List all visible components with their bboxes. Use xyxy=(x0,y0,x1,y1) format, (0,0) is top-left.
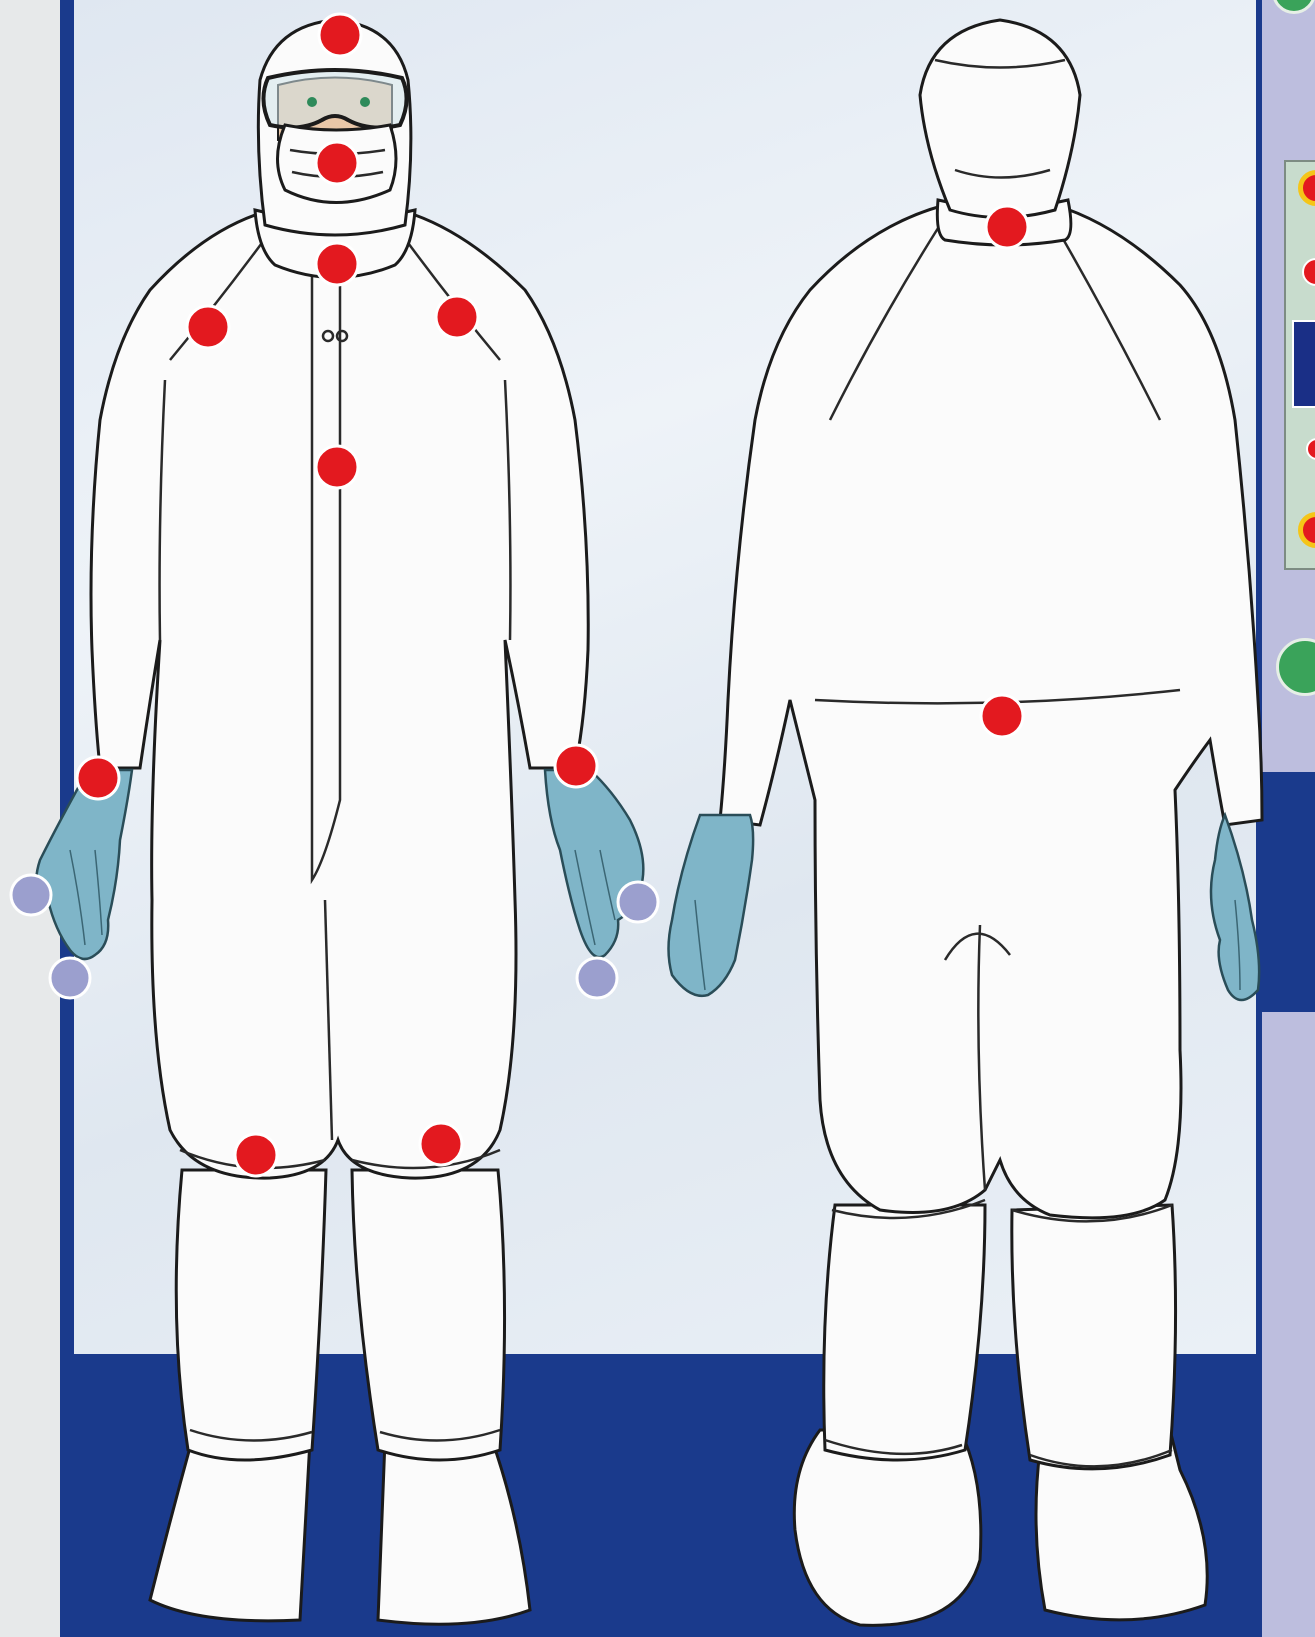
marker-wrist-left xyxy=(77,757,119,799)
marker-left-palm xyxy=(11,875,51,915)
marker-shoulder-left xyxy=(187,306,229,348)
marker-hood-top xyxy=(319,14,361,56)
marker-chest xyxy=(316,446,358,488)
front-right-boot xyxy=(378,1440,530,1624)
marker-neck xyxy=(986,206,1028,248)
front-left-glove xyxy=(36,770,132,959)
marker-left-finger xyxy=(50,958,90,998)
marker-knee-left xyxy=(235,1134,277,1176)
front-right-lower-leg xyxy=(352,1170,505,1460)
back-left-glove xyxy=(669,815,754,996)
marker-right-palm xyxy=(618,882,658,922)
front-right-eye xyxy=(360,97,370,107)
front-left-eye xyxy=(307,97,317,107)
front-left-boot xyxy=(150,1440,310,1621)
back-figure xyxy=(669,20,1263,1625)
back-left-lower-leg xyxy=(824,1205,985,1460)
marker-mask xyxy=(316,142,358,184)
front-left-lower-leg xyxy=(176,1170,326,1460)
marker-wrist-right xyxy=(555,745,597,787)
front-right-glove xyxy=(545,770,643,957)
marker-right-finger xyxy=(577,958,617,998)
marker-waist xyxy=(981,695,1023,737)
marker-collar xyxy=(316,243,358,285)
back-right-lower-leg xyxy=(1012,1205,1176,1469)
marker-knee-right xyxy=(420,1123,462,1165)
marker-shoulder-right xyxy=(436,296,478,338)
back-hood xyxy=(920,20,1080,218)
